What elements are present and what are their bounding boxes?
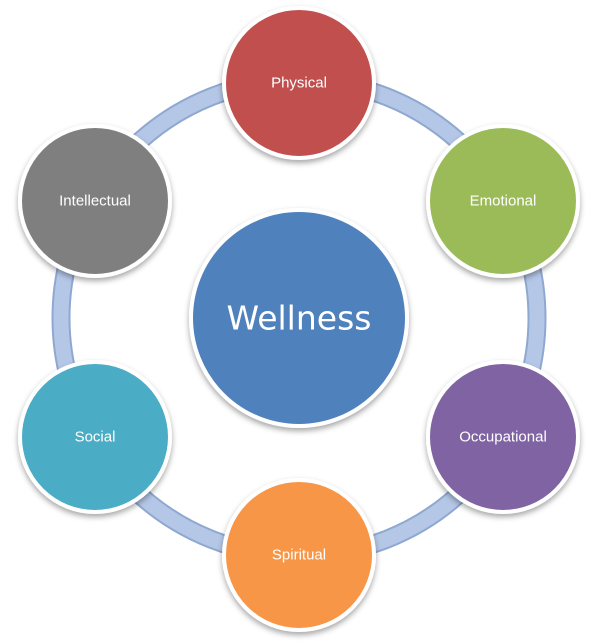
node-occupational: Occupational bbox=[426, 360, 580, 514]
node-social-circle bbox=[18, 360, 172, 514]
node-physical-label: Physical bbox=[271, 75, 327, 92]
node-intellectual: Intellectual bbox=[18, 124, 172, 278]
node-emotional-label: Emotional bbox=[470, 193, 537, 210]
node-emotional-circle bbox=[426, 124, 580, 278]
node-spiritual-label: Spiritual bbox=[272, 547, 326, 564]
node-spiritual-circle bbox=[222, 478, 376, 632]
node-occupational-circle bbox=[426, 360, 580, 514]
node-intellectual-label: Intellectual bbox=[59, 193, 131, 210]
center-node: Wellness bbox=[189, 208, 409, 428]
node-spiritual: Spiritual bbox=[222, 478, 376, 632]
node-intellectual-circle bbox=[18, 124, 172, 278]
node-social-label: Social bbox=[75, 429, 116, 446]
node-social: Social bbox=[18, 360, 172, 514]
node-emotional: Emotional bbox=[426, 124, 580, 278]
node-occupational-label: Occupational bbox=[459, 429, 547, 446]
center-circle bbox=[189, 208, 409, 428]
node-physical-circle bbox=[222, 6, 376, 160]
center-label: Wellness bbox=[227, 299, 372, 338]
node-physical: Physical bbox=[222, 6, 376, 160]
